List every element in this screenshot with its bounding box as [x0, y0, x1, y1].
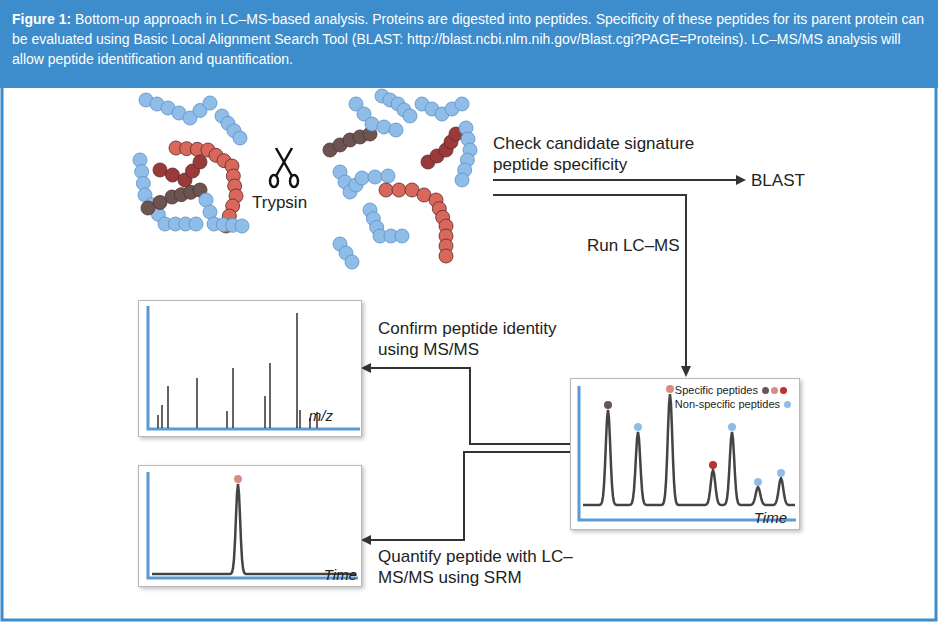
amino-bead	[368, 170, 382, 184]
edge-label: Confirm peptide identity using MS/MS	[378, 318, 583, 360]
amino-bead	[439, 249, 453, 263]
amino-bead	[381, 169, 395, 183]
scissors	[270, 148, 298, 187]
ms-peak	[296, 313, 297, 428]
legend-row: Non-specific peptides	[675, 397, 791, 411]
peak-marker	[777, 469, 785, 477]
amino-bead	[153, 163, 167, 177]
ms-peak	[269, 363, 270, 428]
amino-bead	[455, 173, 469, 187]
legend-text: Non-specific peptides	[675, 397, 780, 411]
flow-connector	[363, 452, 570, 540]
amino-bead	[345, 255, 359, 269]
ms-peak	[157, 415, 158, 428]
text-label: Run LC–MS	[587, 235, 682, 256]
flow-arrows	[493, 175, 746, 377]
peak-marker	[754, 478, 762, 486]
legend-sample	[780, 387, 787, 394]
text-label: Trypsin	[252, 192, 332, 213]
axis-label: m/z	[309, 407, 333, 424]
peak-marker	[728, 423, 736, 431]
ms-peak	[196, 378, 197, 428]
amino-bead	[203, 96, 217, 110]
edge-label: Quantify peptide with LC–MS/MS using SRM	[378, 546, 583, 588]
protein-chains	[133, 89, 477, 269]
spectrum-plot	[148, 306, 360, 429]
srm-plot	[148, 472, 358, 578]
peak-marker	[604, 401, 612, 409]
legend-row: Specific peptides	[675, 383, 791, 397]
amino-bead	[189, 217, 203, 231]
flow-connector	[363, 368, 570, 444]
legend-sample	[762, 387, 769, 394]
amino-bead	[233, 131, 247, 145]
ms-peak	[232, 368, 233, 428]
ms-peak	[226, 411, 227, 428]
ms-peak	[161, 405, 162, 428]
chromatogram-plot	[579, 385, 796, 520]
legend: Specific peptidesNon-specific peptides	[675, 383, 791, 411]
amino-bead	[166, 168, 180, 182]
peak-marker	[666, 385, 674, 393]
amino-bead	[355, 171, 369, 185]
legend-text: Specific peptides	[675, 383, 758, 397]
srm-box: Time	[138, 465, 362, 587]
chromatogram-box: Time Specific peptidesNon-specific peptid…	[570, 378, 800, 530]
peak-marker	[709, 461, 717, 469]
amino-bead	[455, 97, 469, 111]
ms-peak	[299, 410, 300, 428]
amino-bead	[389, 123, 403, 137]
peak-marker	[634, 423, 642, 431]
figure-caption: Figure 1: Bottom-up approach in LC–MS-ba…	[0, 0, 938, 88]
spectrum-box: m/z	[138, 300, 362, 437]
ms-peak	[167, 386, 168, 428]
amino-bead	[379, 183, 393, 197]
amino-bead	[235, 219, 249, 233]
frame	[2, 86, 936, 620]
ms-peak	[264, 396, 265, 428]
legend-swatch	[784, 401, 791, 408]
amino-bead	[403, 109, 417, 123]
legend-sample	[771, 387, 778, 394]
amino-bead	[193, 155, 207, 169]
text-label: Check candidate signature peptide specif…	[493, 133, 728, 175]
amino-bead	[392, 183, 406, 197]
axis-label: Time	[324, 566, 357, 583]
text-label: BLAST	[751, 170, 831, 191]
amino-bead	[395, 229, 409, 243]
axis-label: Time	[754, 509, 787, 526]
